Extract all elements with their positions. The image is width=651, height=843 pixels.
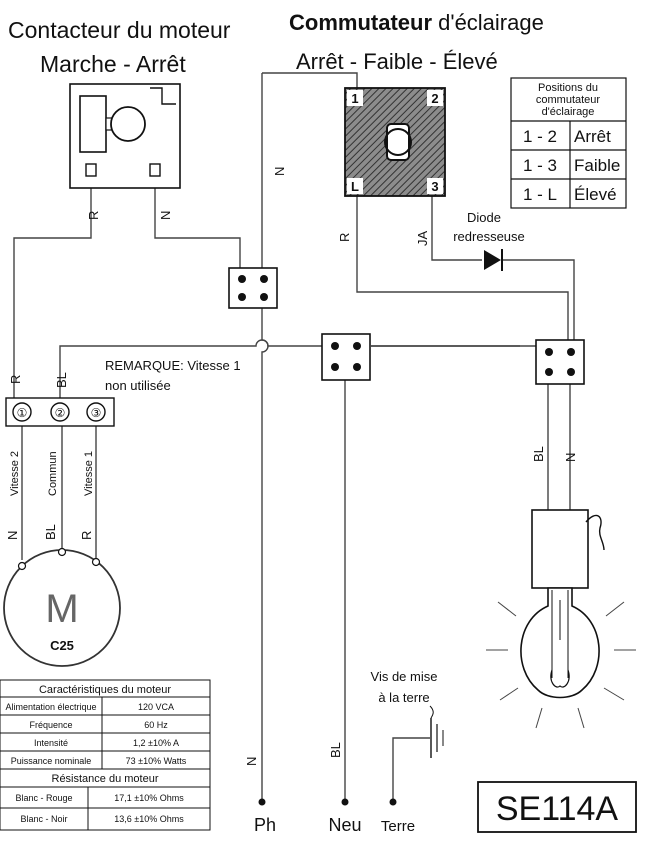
wire-bl-common: [59, 339, 322, 402]
positions-header-line2: commutateur: [536, 94, 601, 106]
terminal-ph-dot: [258, 798, 266, 806]
resistance-label-1: Blanc - Rouge: [15, 793, 72, 803]
ground-label-line1: Vis de mise: [371, 669, 438, 684]
terminal-terre-dot: [389, 798, 397, 806]
spec-label-2: Fréquence: [29, 720, 72, 730]
terminal-neu-dot: [341, 798, 349, 806]
wire-label-switch-r: R: [337, 233, 352, 242]
resistance-value-1: 17,1 ±10% Ohms: [114, 793, 184, 803]
wire-n-main: [261, 73, 269, 800]
label-commun: Commun: [47, 451, 59, 496]
motor-switch-title-line2: Marche - Arrêt: [40, 51, 186, 77]
spec-value-2: 60 Hz: [144, 720, 168, 730]
position-row-1-state: Arrêt: [574, 127, 611, 146]
wire-label-motor-bl-top: BL: [54, 372, 69, 388]
wire-label-motor-switch-r: R: [86, 211, 101, 220]
wires: [13, 72, 575, 800]
diode-symbol: [484, 249, 503, 271]
wire-label-motor-n: N: [5, 531, 20, 540]
motor-switch-title-line1: Contacteur du moteur: [8, 17, 231, 43]
wire-label-motor-bl: BL: [43, 524, 58, 540]
terminal-neu-label: Neu: [328, 815, 361, 835]
motor-terminal-1: ①: [17, 406, 28, 420]
motor-terminal-2: ②: [55, 406, 66, 420]
motor-terminal-3: ③: [91, 406, 102, 420]
position-row-2-state: Faible: [574, 156, 620, 175]
motor-model: C25: [50, 638, 74, 653]
motor-switch: [69, 83, 181, 189]
wire-label-n-top: N: [272, 167, 287, 176]
wire-label-lamp-bl: BL: [531, 446, 546, 462]
spec-label-4: Puissance nominale: [11, 756, 92, 766]
label-vitesse-2: Vitesse 2: [9, 451, 21, 496]
motor-symbol-letter: M: [45, 587, 78, 631]
model-code-box: [477, 781, 637, 833]
motor-terminal-block: ① ② ③: [5, 397, 115, 427]
positions-header-line1: Positions du: [538, 82, 598, 94]
label-vitesse-1: Vitesse 1: [83, 451, 95, 496]
connector-lamp: [535, 339, 585, 385]
spec-label-3: Intensité: [34, 738, 68, 748]
connector-n: [228, 267, 278, 309]
position-row-1-pos: 1 - 2: [523, 127, 557, 146]
terminal-ph-label: Ph: [254, 815, 276, 835]
wire-label-ja: JA: [415, 231, 430, 247]
wire-label-motor-r-top: R: [8, 375, 23, 384]
specs-title: Caractéristiques du moteur: [39, 684, 171, 696]
spec-label-1: Alimentation électrique: [5, 702, 96, 712]
lamp-symbol: [486, 509, 636, 729]
light-switch-title-rest: d'éclairage: [432, 10, 544, 35]
model-code: SE114A: [496, 790, 619, 828]
wire-label-lamp-n: N: [563, 453, 578, 462]
motor-specs-table: Caractéristiques du moteur Alimentation …: [0, 679, 211, 831]
remark-line1: REMARQUE: Vitesse 1: [105, 358, 241, 373]
terminal-terre-label: Terre: [381, 818, 415, 835]
light-switch-title-bold: Commutateur: [289, 10, 432, 35]
diode-label-line1: Diode: [467, 210, 501, 225]
diode-label-line2: redresseuse: [453, 229, 525, 244]
ground-label-line2: à la terre: [378, 690, 429, 705]
switch-terminal-3: 3: [431, 179, 438, 194]
wire-label-neu-bl: BL: [328, 742, 343, 758]
motor-symbol: [3, 547, 121, 667]
position-row-3-state: Élevé: [574, 185, 617, 204]
light-switch-title-line1: Commutateur d'éclairage: [289, 10, 544, 35]
light-switch-title-line2: Arrêt - Faible - Élevé: [296, 49, 498, 74]
spec-value-1: 120 VCA: [138, 702, 174, 712]
positions-header-line3: d'éclairage: [542, 106, 595, 118]
wire-label-ph-n: N: [244, 757, 259, 766]
switch-terminal-2: 2: [431, 91, 438, 106]
wire-label-motor-switch-n: N: [158, 211, 173, 220]
wire-label-motor-r: R: [79, 531, 94, 540]
resistance-title: Résistance du moteur: [52, 773, 159, 785]
switch-terminal-1: 1: [351, 91, 358, 106]
resistance-value-2: 13,6 ±10% Ohms: [114, 814, 184, 824]
spec-value-4: 73 ±10% Watts: [126, 756, 187, 766]
position-row-2-pos: 1 - 3: [523, 156, 557, 175]
light-switch: 1 2 L 3: [344, 87, 446, 197]
spec-value-3: 1,2 ±10% A: [133, 738, 179, 748]
connector-neutral: [321, 333, 371, 381]
switch-terminal-l: L: [351, 179, 359, 194]
position-row-3-pos: 1 - L: [523, 185, 557, 204]
remark-line2: non utilisée: [105, 378, 171, 393]
positions-table: Positions du commutateur d'éclairage 1 -…: [510, 77, 627, 209]
ground-symbol: [429, 705, 444, 758]
resistance-label-2: Blanc - Noir: [20, 814, 67, 824]
